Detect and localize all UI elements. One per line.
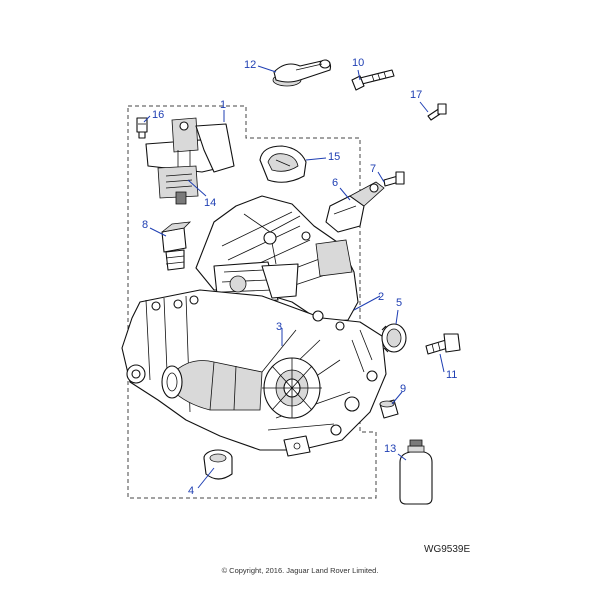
callout-5: 5 [396,297,402,309]
part-11-bolt [425,333,461,355]
part-14-selector-mechanism [145,117,235,205]
leader-lines [143,65,445,489]
assembly-boundary [127,105,377,499]
part-13-oil-bottle [399,439,433,505]
part-4-seal [203,449,233,480]
part-6-sensor [325,181,385,233]
callout-1: 1 [220,99,226,111]
part-15-cover [259,145,307,183]
callout-17: 17 [410,89,422,101]
copyright-notice: © Copyright, 2016. Jaguar Land Rover Lim… [221,566,379,575]
part-7-bolt [383,171,405,187]
callout-labels: 1 2 3 4 5 6 7 8 9 10 11 12 13 14 15 16 1… [142,57,457,497]
callout-16: 16 [152,109,164,121]
callout-13: 13 [384,443,396,455]
callout-15: 15 [328,151,340,163]
gearbox-housing [121,195,387,457]
callout-6: 6 [332,177,338,189]
callout-12: 12 [244,59,256,71]
part-8-switch [161,221,192,271]
part-5-seal [381,323,407,353]
part-12-shift-lever [272,59,332,87]
callout-4: 4 [188,485,194,497]
part-17-small-bolt [427,103,447,121]
callout-2: 2 [378,291,384,303]
callout-11: 11 [446,369,457,381]
callout-7: 7 [370,163,376,175]
callout-3: 3 [276,321,282,333]
part-9-plug [379,399,399,419]
part-10-bolt [351,69,395,91]
callout-10: 10 [352,57,364,69]
callout-9: 9 [400,383,406,395]
callout-14: 14 [204,197,216,209]
diagram-reference: WG9539E [424,544,471,555]
part-16-breather [136,117,148,139]
callout-8: 8 [142,219,148,231]
